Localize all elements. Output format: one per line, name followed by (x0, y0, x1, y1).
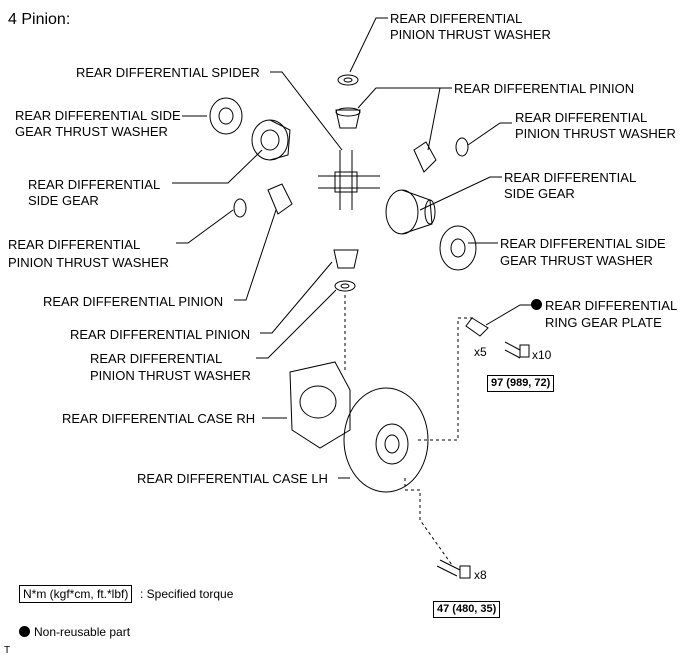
legend-torque-text: : Specified torque (140, 587, 234, 601)
label-spider: REAR DIFFERENTIAL SPIDER (76, 65, 260, 80)
torque-spec-lower: 47 (480, 35) (433, 601, 501, 618)
label-thrust-washer-right-line2: PINION THRUST WASHER (515, 126, 676, 141)
label-case-rh: REAR DIFFERENTIAL CASE RH (62, 411, 256, 426)
label-pinion-top: REAR DIFFERENTIAL PINION (454, 81, 635, 96)
multiplier-bolt-upper: x10 (532, 348, 552, 362)
non-reusable-dot-icon (531, 299, 542, 310)
legend-dot-icon (19, 626, 30, 637)
leader-lines (172, 17, 531, 479)
label-ring-gear-plate-line1: REAR DIFFERENTIAL (545, 298, 678, 313)
label-thrust-washer-top-line2: PINION THRUST WASHER (390, 27, 551, 42)
label-side-gear-left-line2: SIDE GEAR (28, 193, 99, 208)
label-thrust-washer-left-line2: PINION THRUST WASHER (8, 255, 169, 270)
label-pinion-left: REAR DIFFERENTIAL PINION (43, 294, 224, 309)
torque-spec-upper: 97 (989, 72) (487, 375, 555, 392)
assembly-lines (344, 295, 475, 566)
label-side-gear-left-line1: REAR DIFFERENTIAL (28, 177, 161, 192)
legend-torque-box: N*m (kgf*cm, ft.*lbf) (19, 585, 133, 603)
page-title: 4 Pinion: (8, 11, 71, 28)
label-side-washer-right-line2: GEAR THRUST WASHER (500, 253, 653, 268)
legend-non-reusable-text: Non-reusable part (34, 625, 131, 639)
label-thrust-washer-lower-line1: REAR DIFFERENTIAL (90, 351, 223, 366)
label-side-washer-right-line1: REAR DIFFERENTIAL SIDE (500, 236, 666, 251)
label-side-gear-right-line2: SIDE GEAR (504, 186, 575, 201)
label-thrust-washer-left-line1: REAR DIFFERENTIAL (8, 237, 141, 252)
label-side-washer-left-line2: GEAR THRUST WASHER (15, 124, 168, 139)
label-side-washer-left-line1: REAR DIFFERENTIAL SIDE (15, 108, 181, 123)
label-case-lh: REAR DIFFERENTIAL CASE LH (137, 471, 328, 486)
corner-mark: T (4, 645, 11, 656)
multiplier-bolt-lower: x8 (474, 568, 487, 582)
label-thrust-washer-lower-line2: PINION THRUST WASHER (90, 368, 251, 383)
multiplier-plate: x5 (474, 345, 487, 359)
label-side-gear-right-line1: REAR DIFFERENTIAL (504, 170, 637, 185)
label-pinion-lower: REAR DIFFERENTIAL PINION (70, 327, 251, 342)
label-thrust-washer-right-line1: REAR DIFFERENTIAL (515, 110, 648, 125)
label-ring-gear-plate-line2: RING GEAR PLATE (545, 315, 662, 330)
label-thrust-washer-top-line1: REAR DIFFERENTIAL (390, 11, 523, 26)
